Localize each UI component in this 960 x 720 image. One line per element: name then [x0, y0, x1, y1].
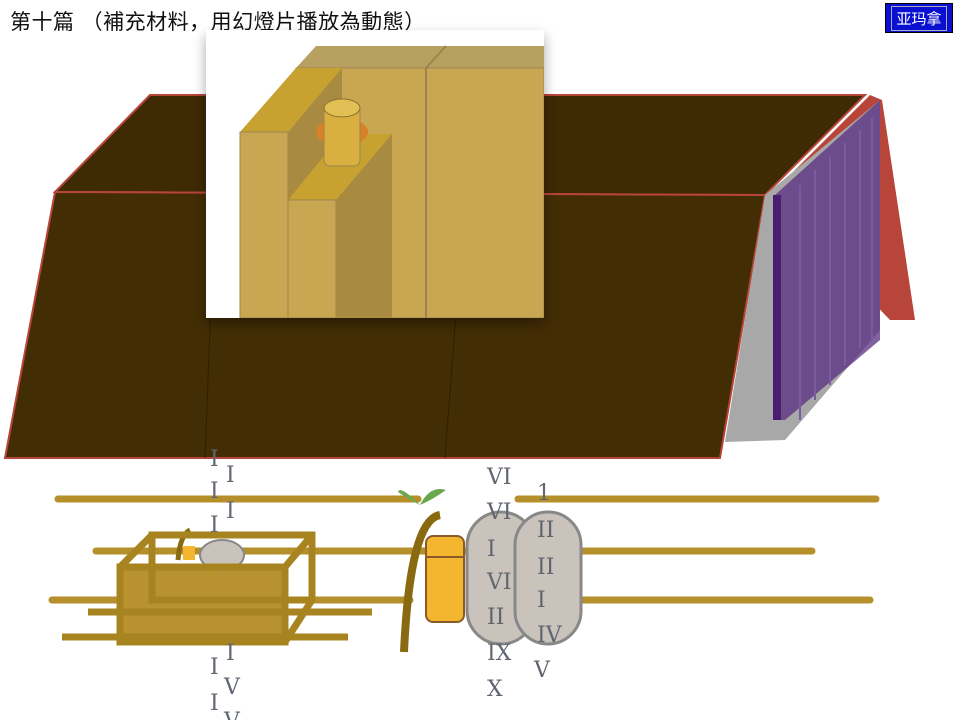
numeral: I — [537, 588, 546, 613]
sprout-icon — [398, 489, 446, 505]
numeral: II — [537, 518, 554, 543]
board-socket-drawing — [206, 30, 544, 318]
numerals-col1: I I I I I I I V I V — [210, 447, 241, 720]
numeral: II — [537, 555, 554, 580]
numeral: I — [487, 537, 496, 562]
numeral: I — [210, 479, 219, 504]
numeral: II — [487, 605, 504, 630]
board-socket-inset — [206, 30, 544, 318]
ark-of-covenant — [62, 527, 372, 646]
amana-badge-button[interactable]: 亚玛拿 — [885, 3, 953, 33]
numeral: I — [226, 463, 235, 488]
badge-label: 亚玛拿 — [891, 5, 947, 31]
numeral: I — [226, 641, 235, 666]
numeral: I — [210, 691, 219, 716]
numeral: V — [533, 658, 551, 683]
numeral: 1 — [537, 481, 551, 506]
numerals-col3: 1 II II I IV V — [533, 481, 563, 683]
aarons-rod — [400, 511, 442, 653]
curtain-folds — [799, 118, 873, 420]
numerals-col2: VI VI I VI II IX X — [486, 465, 512, 702]
numeral: VI — [486, 465, 512, 490]
manna-jar — [425, 535, 465, 623]
numeral: VI — [486, 500, 512, 525]
numeral: I — [210, 655, 219, 680]
numeral: I — [210, 513, 219, 538]
stone-tablet — [513, 510, 583, 646]
numeral: V — [223, 709, 241, 720]
front-pillar — [773, 195, 781, 420]
numeral: V — [223, 675, 241, 700]
numeral: I — [226, 499, 235, 524]
numeral: VI — [486, 570, 512, 595]
numeral: X — [487, 677, 503, 702]
numeral: IX — [487, 641, 512, 666]
curtain-pillars — [775, 100, 880, 420]
numeral: IV — [537, 623, 563, 648]
numeral: I — [210, 447, 219, 472]
